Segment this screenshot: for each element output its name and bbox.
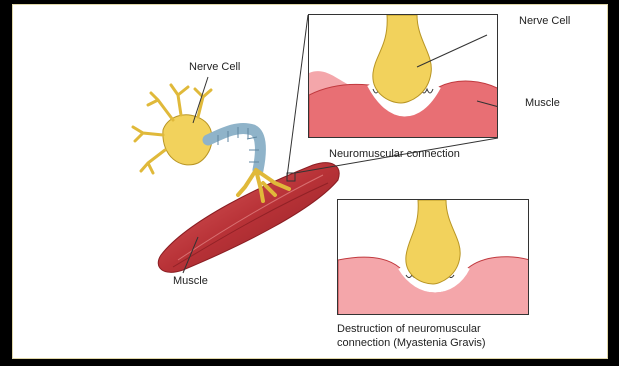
nerve-cell-body [133, 85, 212, 173]
healthy-connection-inset [308, 14, 498, 138]
inset-nerve-cell-label: Nerve Cell [519, 15, 570, 27]
diagram-panel: Nerve Cell Muscle Nerve Cell Muscle Neur… [12, 4, 608, 359]
healthy-connection-illustration [309, 15, 498, 138]
neuromuscular-connection-label: Neuromuscular connection [329, 148, 460, 160]
destroyed-connection-illustration [338, 200, 529, 315]
nerve-cell-label: Nerve Cell [189, 61, 240, 73]
destruction-caption-line1: Destruction of neuromuscular [337, 323, 481, 335]
axon [208, 128, 260, 170]
destruction-caption-line2: connection (Myastenia Gravis) [337, 337, 486, 349]
inset-muscle-label: Muscle [525, 97, 560, 109]
muscle-label: Muscle [173, 275, 208, 287]
nerve-terminal [373, 15, 432, 103]
degraded-nerve-terminal [406, 200, 460, 284]
destroyed-connection-inset [337, 199, 529, 315]
